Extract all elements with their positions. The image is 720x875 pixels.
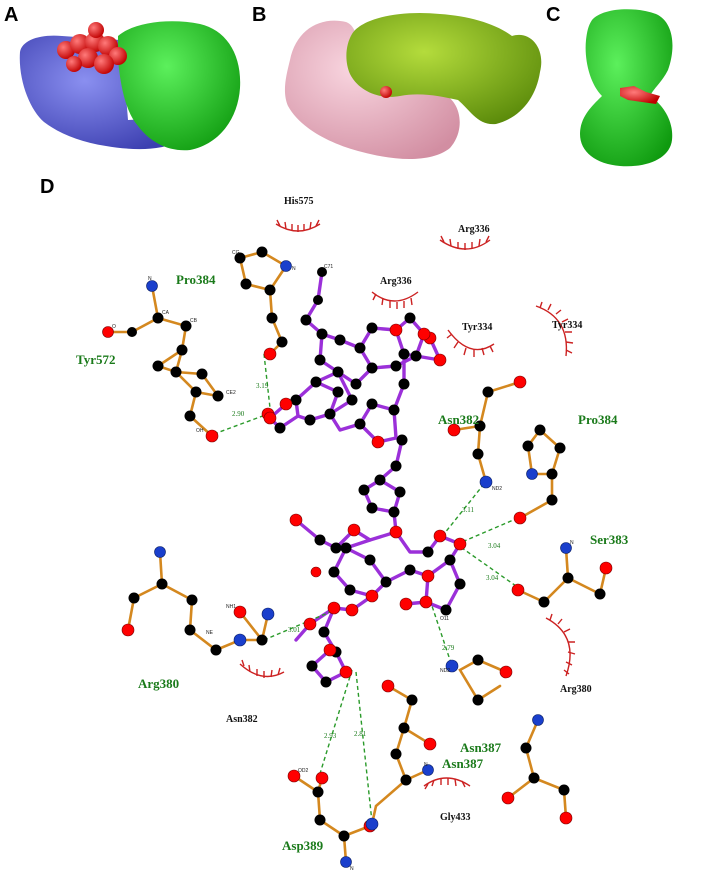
label-gly433: Gly433: [440, 812, 471, 823]
label-arg336-b: Arg336: [380, 276, 412, 287]
label-arg380-hydrophobic: Arg380: [560, 684, 592, 695]
arc-arg336-b: [371, 291, 419, 309]
svg-text:N: N: [570, 540, 574, 546]
hbond-distance-2: 2.90: [232, 410, 245, 418]
panel-c-surface: [580, 9, 673, 167]
svg-text:N: N: [148, 276, 152, 282]
svg-text:O: O: [112, 324, 116, 330]
svg-text:CG: CG: [232, 250, 240, 256]
label-pro384-right: Pro384: [578, 412, 618, 427]
hbond-distance-4: 3.04: [488, 542, 501, 550]
svg-text:OH: OH: [196, 428, 204, 434]
label-asn387-a: Asn387: [460, 740, 502, 755]
panel-b-surface: [284, 12, 542, 160]
arc-his575: [275, 219, 321, 232]
label-asn382-hydrophobic: Asn382: [226, 714, 258, 725]
label-tyr334-a: Tyr334: [462, 322, 492, 333]
label-ser383: Ser383: [590, 532, 629, 547]
arc-gly433: [423, 777, 471, 790]
carbon-atoms: [127, 246, 606, 842]
svg-text:N: N: [292, 266, 296, 272]
svg-text:OD2: OD2: [298, 768, 309, 774]
arc-asn382: [239, 659, 285, 678]
label-tyr572: Tyr572: [76, 352, 115, 367]
hbond-residue-labels: Tyr572 Pro384 Asn382 Pro384 Ser383 Arg38…: [76, 272, 629, 853]
svg-text:CB: CB: [190, 318, 198, 324]
hbond-distance-1: 3.19: [256, 382, 269, 390]
oxygen-atoms: [102, 323, 613, 833]
label-arg380: Arg380: [138, 676, 179, 691]
svg-text:NH1: NH1: [226, 604, 236, 610]
panel-a-surface: [19, 21, 241, 151]
svg-text:C71: C71: [324, 264, 333, 270]
hbond-distance-labels: 3.19 2.90 3.11 3.04 3.04 3.01 2.79 2.93 …: [232, 382, 501, 740]
panel-label-c: C: [546, 4, 561, 26]
hydrophobic-arcs: [239, 219, 576, 790]
svg-text:CA: CA: [162, 310, 170, 316]
svg-text:ND2: ND2: [492, 486, 502, 492]
arc-arg336-a: [439, 235, 491, 250]
label-asn387-b: Asn387: [442, 756, 484, 771]
svg-text:N: N: [350, 866, 354, 872]
hbond-distance-9: 2.81: [354, 730, 367, 738]
label-his575: His575: [284, 196, 313, 207]
arc-tyr334-b: [535, 301, 574, 357]
label-asp389: Asp389: [282, 838, 324, 853]
hbond-distance-3: 3.11: [462, 506, 474, 514]
nitrogen-atoms: [146, 260, 572, 868]
label-asn382: Asn382: [438, 412, 479, 427]
svg-text:O11: O11: [440, 616, 449, 622]
hydrophobic-residue-labels: His575 Arg336 Arg336 Tyr334 Tyr334 Arg38…: [226, 196, 592, 823]
hbond-distance-7: 2.79: [442, 644, 455, 652]
label-pro384-top: Pro384: [176, 272, 216, 287]
svg-text:CE2: CE2: [226, 390, 236, 396]
hbond-distance-8: 2.93: [324, 732, 337, 740]
label-tyr334-b: Tyr334: [552, 320, 582, 331]
ligand-spot-c: [620, 86, 660, 104]
svg-text:N: N: [424, 762, 428, 768]
hbond-distance-6: 3.01: [288, 626, 301, 634]
arc-arg380: [545, 613, 576, 677]
ligand-spot-b: [380, 86, 392, 98]
svg-text:NE: NE: [206, 630, 214, 636]
hbond-distance-5: 3.04: [486, 574, 499, 582]
arc-tyr334-a: [446, 329, 495, 357]
panel-label-a: A: [4, 4, 19, 26]
ligand-spheres-a: [57, 22, 127, 74]
panel-label-d: D: [40, 176, 55, 198]
panel-label-b: B: [252, 4, 267, 26]
svg-text:ND2: ND2: [440, 668, 450, 674]
hydrogen-bonds: [213, 353, 519, 823]
label-arg336-a: Arg336: [458, 224, 490, 235]
